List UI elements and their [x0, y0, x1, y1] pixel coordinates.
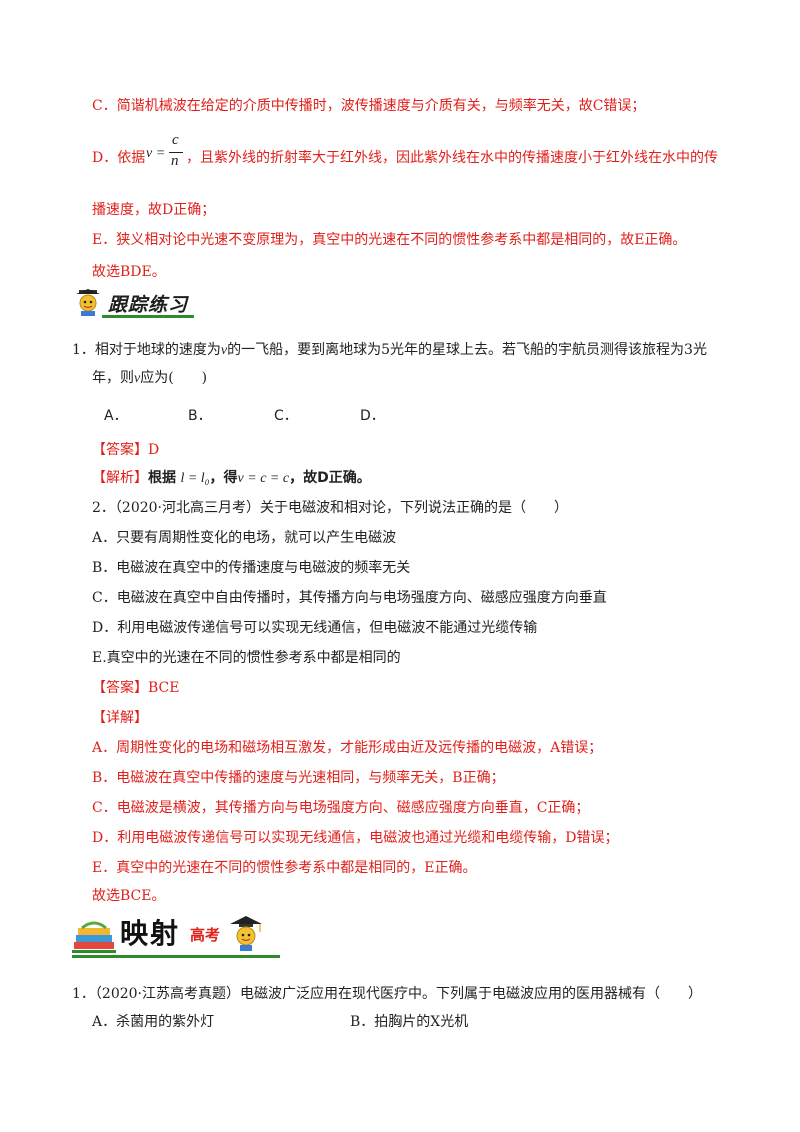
q1-answer-value: D	[148, 442, 160, 458]
q1-analysis-tag: 【解析】	[92, 470, 148, 486]
prev-option-c: C．简谐机械波在给定的介质中传播时，波传播速度与介质有关，与频率无关，故C错误；	[92, 98, 646, 114]
q1-option-b: B．	[188, 408, 212, 424]
q2-option-d: D．利用电磁波传递信号可以实现无线通信，但电磁波不能通过光缆传输	[92, 620, 538, 636]
q2-conclusion: 故选BCE。	[92, 888, 166, 904]
graduate-mascot-icon	[230, 916, 262, 951]
q2-answer: 【答案】BCE	[92, 678, 179, 698]
q1-analysis-part-a: 根据	[148, 470, 176, 486]
q2-option-b: B．电磁波在真空中的传播速度与电磁波的频率无关	[92, 560, 411, 576]
q1-answer-tag: 【答案】	[92, 442, 148, 458]
formula-fraction-bar	[169, 152, 183, 153]
q2-stem: 2．（2020·河北高三月考）关于电磁波和相对论，下列说法正确的是（ ）	[92, 500, 568, 516]
q1-answer: 【答案】D	[92, 440, 159, 460]
q1-option-c: C．	[274, 408, 298, 424]
q2-detail-tag: 【详解】	[92, 710, 148, 726]
student-mascot-icon	[76, 289, 100, 316]
q2-option-a: A．只要有周期性变化的电场，就可以产生电磁波	[92, 530, 397, 546]
q1-stem-line2: 年，则v应为( )	[92, 368, 207, 389]
books-icon	[72, 921, 116, 953]
q1-analysis: 【解析】根据 l = l₀，得v = c = c，故D正确。	[92, 468, 371, 489]
q2-detail-d: D．利用电磁波传递信号可以实现无线通信，电磁波也通过光缆和电缆传输，D错误；	[92, 830, 619, 846]
prev-conclusion: 故选BDE。	[92, 264, 166, 280]
q1-var-v: v	[220, 343, 228, 358]
prev-option-d-prefix: D．依据	[92, 150, 146, 166]
q3-stem: 1．（2020·江苏高考真题）电磁波广泛应用在现代医疗中。下列属于电磁波应用的医…	[72, 986, 702, 1002]
q1-var-v-2: v	[134, 371, 141, 386]
q2-answer-tag: 【答案】	[92, 680, 148, 696]
q1-analysis-part-c: ，故D正确。	[289, 470, 371, 486]
formula-numerator: c	[172, 132, 179, 148]
prev-option-d-rest: ，且紫外线的折射率大于红外线，因此紫外线在水中的传播速度小于红外线在水中的传	[186, 150, 718, 166]
banner-gaokao: 映射 高考	[72, 912, 282, 958]
prev-option-d-cont: 播速度，故D正确；	[92, 202, 216, 218]
q1-option-a: A．	[104, 408, 128, 424]
banner-follow-practice: 跟踪练习	[72, 288, 194, 318]
banner-gaokao-title-sub: 高考	[190, 926, 221, 944]
q3-option-a: A．杀菌用的紫外灯	[92, 1014, 215, 1030]
q1-analysis-formula-1: l = l₀	[180, 471, 210, 486]
q3-option-b: B．拍胸片的X光机	[350, 1014, 469, 1030]
banner-gaokao-underline	[72, 955, 280, 958]
q2-detail-b: B．电磁波在真空中传播的速度与光速相同，与频率无关，B正确；	[92, 770, 505, 786]
q2-option-c: C．电磁波在真空中自由传播时，其传播方向与电场强度方向、磁感应强度方向垂直	[92, 590, 607, 606]
q1-analysis-formula-2: v = c = c	[237, 471, 290, 486]
prev-option-e: E．狭义相对论中光速不变原理为，真空中的光速在不同的惯性参考系中都是相同的，故E…	[92, 232, 687, 248]
q2-detail-c: C．电磁波是横波，其传播方向与电场强度方向、磁感应强度方向垂直，C正确；	[92, 800, 590, 816]
q1-stem-part-c2: 应为( )	[140, 370, 208, 386]
banner-underline	[102, 315, 194, 318]
q1-stem-part-b: 的一飞船，要到离地球为5光年的星球上去。若飞船的宇航员测得该旅程为3光	[227, 342, 707, 358]
q2-option-e: E.真空中的光速在不同的惯性参考系中都是相同的	[92, 650, 401, 666]
q2-answer-value: BCE	[148, 680, 180, 696]
formula-denominator: n	[171, 153, 179, 169]
q1-stem-part-c1: 年，则	[92, 370, 134, 386]
q2-detail-e: E．真空中的光速在不同的惯性参考系中都是相同的，E正确。	[92, 860, 477, 876]
q1-stem-part-a: 1．相对于地球的速度为	[72, 342, 221, 358]
q2-detail-a: A．周期性变化的电场和磁场相互激发，才能形成由近及远传播的电磁波，A错误；	[92, 740, 603, 756]
q1-option-d: D．	[360, 408, 385, 424]
q1-analysis-part-b: ，得	[209, 470, 238, 486]
formula-lhs: v =	[146, 146, 166, 161]
banner-gaokao-title-main: 映射	[120, 917, 181, 950]
banner-follow-practice-title: 跟踪练习	[108, 294, 189, 316]
q1-stem-line1: 1．相对于地球的速度为v的一飞船，要到离地球为5光年的星球上去。若飞船的宇航员测…	[72, 340, 707, 361]
